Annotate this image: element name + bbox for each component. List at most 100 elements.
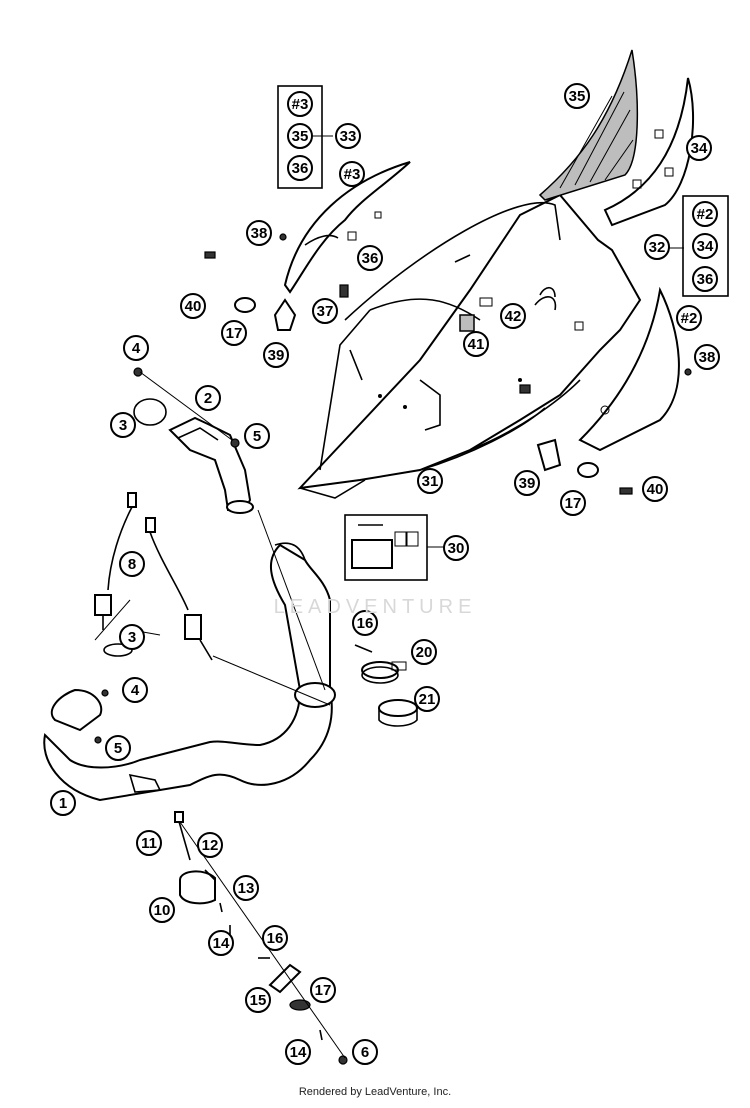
callout-38-3: 38	[246, 220, 272, 246]
kit-item-hash-2-1-0: #2	[692, 201, 718, 227]
callout-hash-2-10: #2	[676, 305, 702, 331]
kit-item-36-0-2: 36	[287, 155, 313, 181]
callout-20-25: 20	[411, 639, 437, 665]
callout-40-5-circle	[180, 293, 206, 319]
grommet-41	[459, 314, 475, 332]
callout-20-25-circle	[411, 639, 437, 665]
callout-30-21: 30	[443, 535, 469, 561]
heat-shield-3	[283, 161, 411, 294]
callout-4-13-text: 4	[132, 340, 141, 357]
callout-3-24-text: 3	[128, 629, 136, 646]
callout-3-15-text: 3	[119, 417, 127, 434]
callout-13-32-text: 13	[238, 880, 255, 897]
connecting-pipe	[168, 416, 254, 514]
bolt-16	[354, 644, 373, 653]
callout-38-11-circle	[694, 344, 720, 370]
callout-34-2: 34	[686, 135, 712, 161]
gasket-upper	[133, 398, 167, 426]
kit-item-36-1-2-circle	[692, 266, 718, 292]
callout-2-14-circle	[195, 385, 221, 411]
bolt-38-left	[279, 233, 287, 241]
callout-21-27: 21	[414, 686, 440, 712]
callout-35-1-text: 35	[569, 88, 586, 105]
callout-4-26-text: 4	[131, 682, 140, 699]
callout-13-32-circle	[233, 875, 259, 901]
callout-16-35-text: 16	[267, 930, 284, 947]
callout-4-26: 4	[122, 677, 148, 703]
callout-21-27-text: 21	[419, 691, 436, 708]
callout-40-5-text: 40	[185, 298, 202, 315]
callout-38-11-text: 38	[699, 349, 716, 366]
callout-10-33: 10	[149, 897, 175, 923]
watermark: LEADVENTURE	[273, 596, 477, 618]
callout-17-36: 17	[310, 977, 336, 1003]
kit-number-33-circle	[335, 123, 361, 149]
callout-17-36-circle	[310, 977, 336, 1003]
bracket-39-upper	[273, 298, 297, 331]
kit-item-34-1-1-text: 34	[697, 238, 714, 255]
callout-40-5: 40	[180, 293, 206, 319]
callout-14-38-circle	[285, 1039, 311, 1065]
callout-41-9-circle	[463, 331, 489, 357]
callout-40-20: 40	[642, 476, 668, 502]
callout-17-36-text: 17	[315, 982, 332, 999]
callout-17-19-text: 17	[565, 495, 582, 512]
leader-lines	[94, 135, 684, 706]
callout-34-2-text: 34	[691, 140, 708, 157]
callout-3-15-circle	[110, 412, 136, 438]
bracket-39-lower	[536, 438, 562, 472]
callout-8-22: 8	[119, 551, 145, 577]
callout-hash-3-0: #3	[339, 161, 365, 187]
kit-item-36-0-2-circle	[287, 155, 313, 181]
callout-6-39: 6	[352, 1039, 378, 1065]
callout-37-7: 37	[312, 298, 338, 324]
callout-36-4-circle	[357, 245, 383, 271]
callout-5-16: 5	[244, 423, 270, 449]
kit-number-32: 32	[644, 234, 670, 260]
callout-39-18-text: 39	[519, 475, 536, 492]
callout-5-28-circle	[105, 735, 131, 761]
callout-5-16-text: 5	[253, 428, 261, 445]
callout-35-1: 35	[564, 83, 590, 109]
oxygen-sensor-rear	[145, 517, 213, 661]
callout-30-21-text: 30	[448, 540, 465, 557]
callout-17-19-circle	[560, 490, 586, 516]
callout-11-30-circle	[136, 830, 162, 856]
kit-box-33	[277, 85, 323, 189]
callout-39-12: 39	[263, 342, 289, 368]
kit-item-36-1-2-text: 36	[697, 271, 714, 288]
callout-31-17-circle	[417, 468, 443, 494]
callout-6-39-circle	[352, 1039, 378, 1065]
callout-17-6-text: 17	[226, 325, 243, 342]
kit-item-34-1-1-circle	[692, 233, 718, 259]
callout-31-17-text: 31	[422, 473, 439, 490]
callout-1-29-text: 1	[59, 795, 67, 812]
callout-38-3-text: 38	[251, 225, 268, 242]
hardware-box-30	[344, 514, 445, 581]
callout-36-4-text: 36	[362, 250, 379, 267]
footer-credit: Rendered by LeadVenture, Inc.	[298, 1086, 452, 1098]
stud-5-lower	[94, 736, 102, 744]
callout-17-6: 17	[221, 320, 247, 346]
kit-item-36-0-2-text: 36	[292, 160, 309, 177]
kit-box-32	[682, 195, 729, 297]
callout-10-33-text: 10	[154, 902, 171, 919]
callout-11-30-text: 11	[141, 835, 157, 852]
callout-10-33-circle	[149, 897, 175, 923]
oxygen-sensor-front	[94, 492, 137, 630]
callout-39-18-circle	[514, 470, 540, 496]
callout-14-38-text: 14	[290, 1044, 307, 1061]
spacer-37	[339, 284, 349, 298]
callout-15-37-text: 15	[250, 992, 267, 1009]
bolt-38-right	[684, 368, 692, 376]
callout-42-8: 42	[500, 303, 526, 329]
callout-hash-2-10-circle	[676, 305, 702, 331]
callout-31-17: 31	[417, 468, 443, 494]
kit-number-32-text: 32	[649, 239, 666, 256]
callout-hash-2-10-text: #2	[681, 310, 698, 327]
callout-1-29: 1	[50, 790, 76, 816]
callout-38-11: 38	[694, 344, 720, 370]
callout-39-12-text: 39	[268, 347, 285, 364]
callout-8-22-circle	[119, 551, 145, 577]
